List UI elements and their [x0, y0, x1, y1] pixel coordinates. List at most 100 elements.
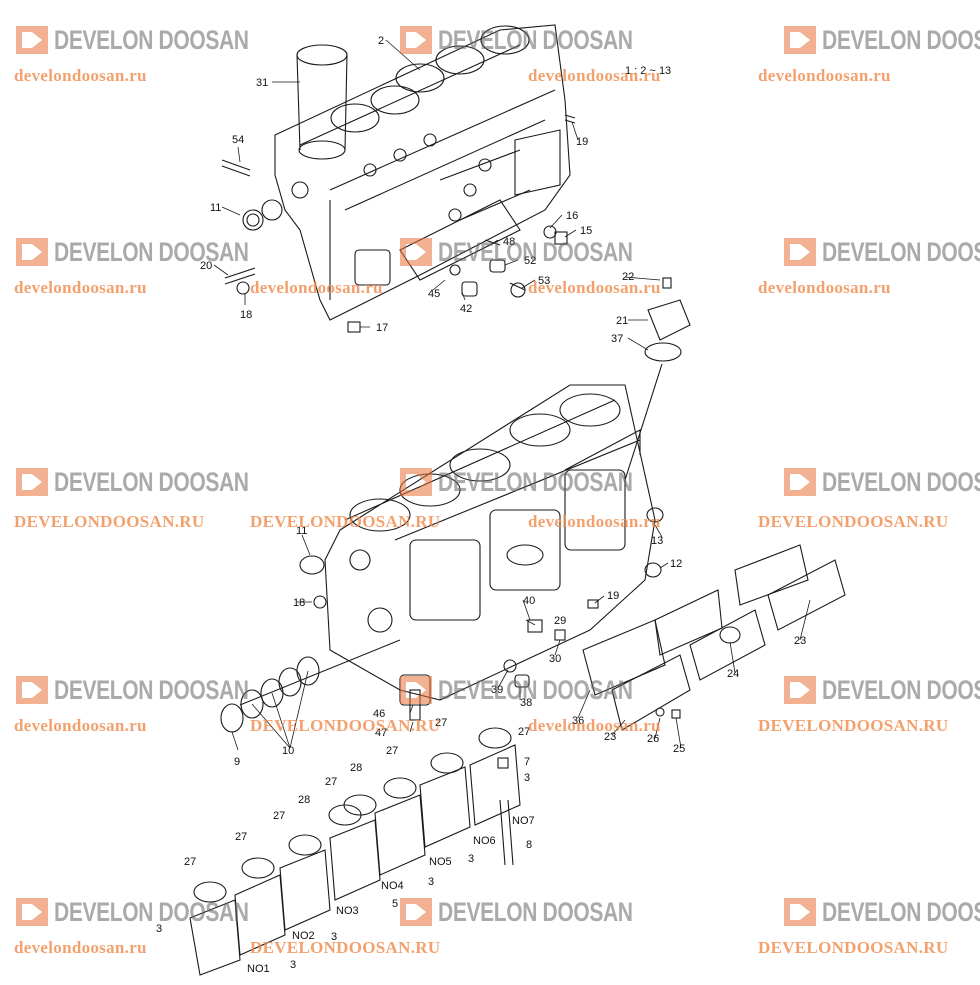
part-label: 45 — [428, 288, 440, 300]
part-label: 30 — [549, 653, 561, 665]
watermark-url: develondoosan.ru — [758, 278, 891, 297]
watermark-brand: DEVELON DOOSAN — [54, 24, 249, 55]
leader-lines — [213, 39, 811, 751]
watermark-logo: DEVELON DOOSAN — [14, 24, 304, 56]
part-label: 27 — [273, 810, 285, 822]
part-label: 13 — [651, 535, 663, 547]
develon-logo-icon — [784, 898, 816, 926]
part-label: 40 — [523, 595, 535, 607]
watermark-url: develondoosan.ru — [528, 716, 661, 735]
watermark-url: develondoosan.ru — [528, 278, 661, 297]
lower-engine-block — [324, 384, 656, 706]
watermark-brand: DEVELON DOOSAN — [438, 674, 633, 705]
part-label: 23 — [604, 731, 616, 743]
watermark-brand: DEVELON DOOSAN — [822, 674, 980, 705]
part-label: 52 — [524, 255, 536, 267]
watermark-url: DEVELONDOOSAN.RU — [758, 512, 949, 531]
watermark-url: DEVELONDOOSAN.RU — [758, 938, 949, 957]
part-label: NO5 — [429, 856, 452, 868]
lower-small-parts — [220, 507, 664, 733]
part-label: 11 — [296, 525, 307, 537]
watermark-brand: DEVELON DOOSAN — [438, 24, 633, 55]
part-label: 25 — [673, 743, 685, 755]
part-label: 26 — [647, 733, 659, 745]
part-label: 16 — [566, 210, 578, 222]
part-label: 22 — [622, 271, 634, 283]
watermark-logo: DEVELON DOOSAN — [782, 896, 980, 928]
watermark-logo: DEVELON DOOSAN — [14, 896, 304, 928]
part-label: NO4 — [381, 880, 404, 892]
part-label: 10 — [282, 745, 294, 757]
part-label: 3 — [524, 772, 530, 784]
main-bearing-caps — [189, 727, 521, 976]
watermark-url: DEVELONDOOSAN.RU — [250, 512, 441, 531]
upper-engine-block — [261, 24, 571, 321]
part-label: 27 — [184, 856, 196, 868]
watermark-brand: DEVELON DOOSAN — [54, 896, 249, 927]
part-label: 54 — [232, 134, 244, 146]
watermark-url: develondoosan.ru — [14, 716, 147, 735]
part-label: 31 — [256, 77, 268, 89]
watermark-logo: DEVELON DOOSAN — [782, 24, 980, 56]
watermark-brand: DEVELON DOOSAN — [438, 466, 633, 497]
develon-logo-icon — [400, 676, 432, 704]
develon-logo-icon — [16, 238, 48, 266]
develon-logo-icon — [400, 468, 432, 496]
watermark-brand: DEVELON DOOSAN — [822, 236, 980, 267]
part-label: NO6 — [473, 835, 496, 847]
watermark-brand: DEVELON DOOSAN — [822, 24, 980, 55]
develon-logo-icon — [16, 898, 48, 926]
part-label: 27 — [235, 831, 247, 843]
part-label: 21 — [616, 315, 628, 327]
part-label: 2 — [378, 35, 384, 47]
develon-logo-icon — [16, 468, 48, 496]
part-label: 28 — [298, 794, 310, 806]
watermark-url: DEVELONDOOSAN.RU — [250, 716, 441, 735]
watermark-logo: DEVELON DOOSAN — [398, 674, 688, 706]
develon-logo-icon — [784, 468, 816, 496]
part-label: 39 — [491, 684, 503, 696]
part-label: 28 — [350, 762, 362, 774]
watermark-logo: DEVELON DOOSAN — [14, 466, 304, 498]
part-label: NO3 — [336, 905, 359, 917]
part-label: 18 — [240, 309, 252, 321]
watermark-logo: DEVELON DOOSAN — [14, 674, 304, 706]
watermark-brand: DEVELON DOOSAN — [54, 466, 249, 497]
watermark-logo: DEVELON DOOSAN — [782, 236, 980, 268]
develon-logo-icon — [16, 676, 48, 704]
watermark-logo: DEVELON DOOSAN — [398, 896, 688, 928]
watermark-logo: DEVELON DOOSAN — [398, 24, 688, 56]
part-label: 7 — [524, 756, 530, 768]
part-label: NO1 — [247, 963, 270, 975]
part-label: 18 — [293, 597, 305, 609]
part-label: 9 — [234, 756, 240, 768]
part-label: 11 — [210, 202, 221, 214]
watermark-logo: DEVELON DOOSAN — [398, 466, 688, 498]
part-number-labels: 2315411112018181719191615485253454222213… — [156, 35, 806, 975]
watermark-url: DEVELONDOOSAN.RU — [250, 938, 441, 957]
watermark-url: develondoosan.ru — [14, 278, 147, 297]
part-label: 3 — [468, 853, 474, 865]
watermark-brand: DEVELON DOOSAN — [438, 236, 633, 267]
part-label: 27 — [435, 717, 447, 729]
watermark-url: develondoosan.ru — [528, 66, 661, 85]
part-label: 29 — [554, 615, 566, 627]
part-label: NO2 — [292, 930, 315, 942]
watermark-url: DEVELONDOOSAN.RU — [758, 716, 949, 735]
part-label: 3 — [156, 923, 162, 935]
part-label: 42 — [460, 303, 472, 315]
watermark-brand: DEVELON DOOSAN — [822, 466, 980, 497]
watermark-logo: DEVELON DOOSAN — [398, 236, 688, 268]
watermark-url: develondoosan.ru — [250, 278, 383, 297]
part-label: 47 — [375, 727, 387, 739]
develon-logo-icon — [16, 26, 48, 54]
watermark-brand: DEVELON DOOSAN — [822, 896, 980, 927]
part-label: 24 — [727, 668, 739, 680]
watermark-url: develondoosan.ru — [758, 66, 891, 85]
watermark-url: develondoosan.ru — [528, 512, 661, 531]
part-label: 23 — [794, 635, 806, 647]
watermark-brand: DEVELON DOOSAN — [438, 896, 633, 927]
watermark-logo: DEVELON DOOSAN — [782, 466, 980, 498]
